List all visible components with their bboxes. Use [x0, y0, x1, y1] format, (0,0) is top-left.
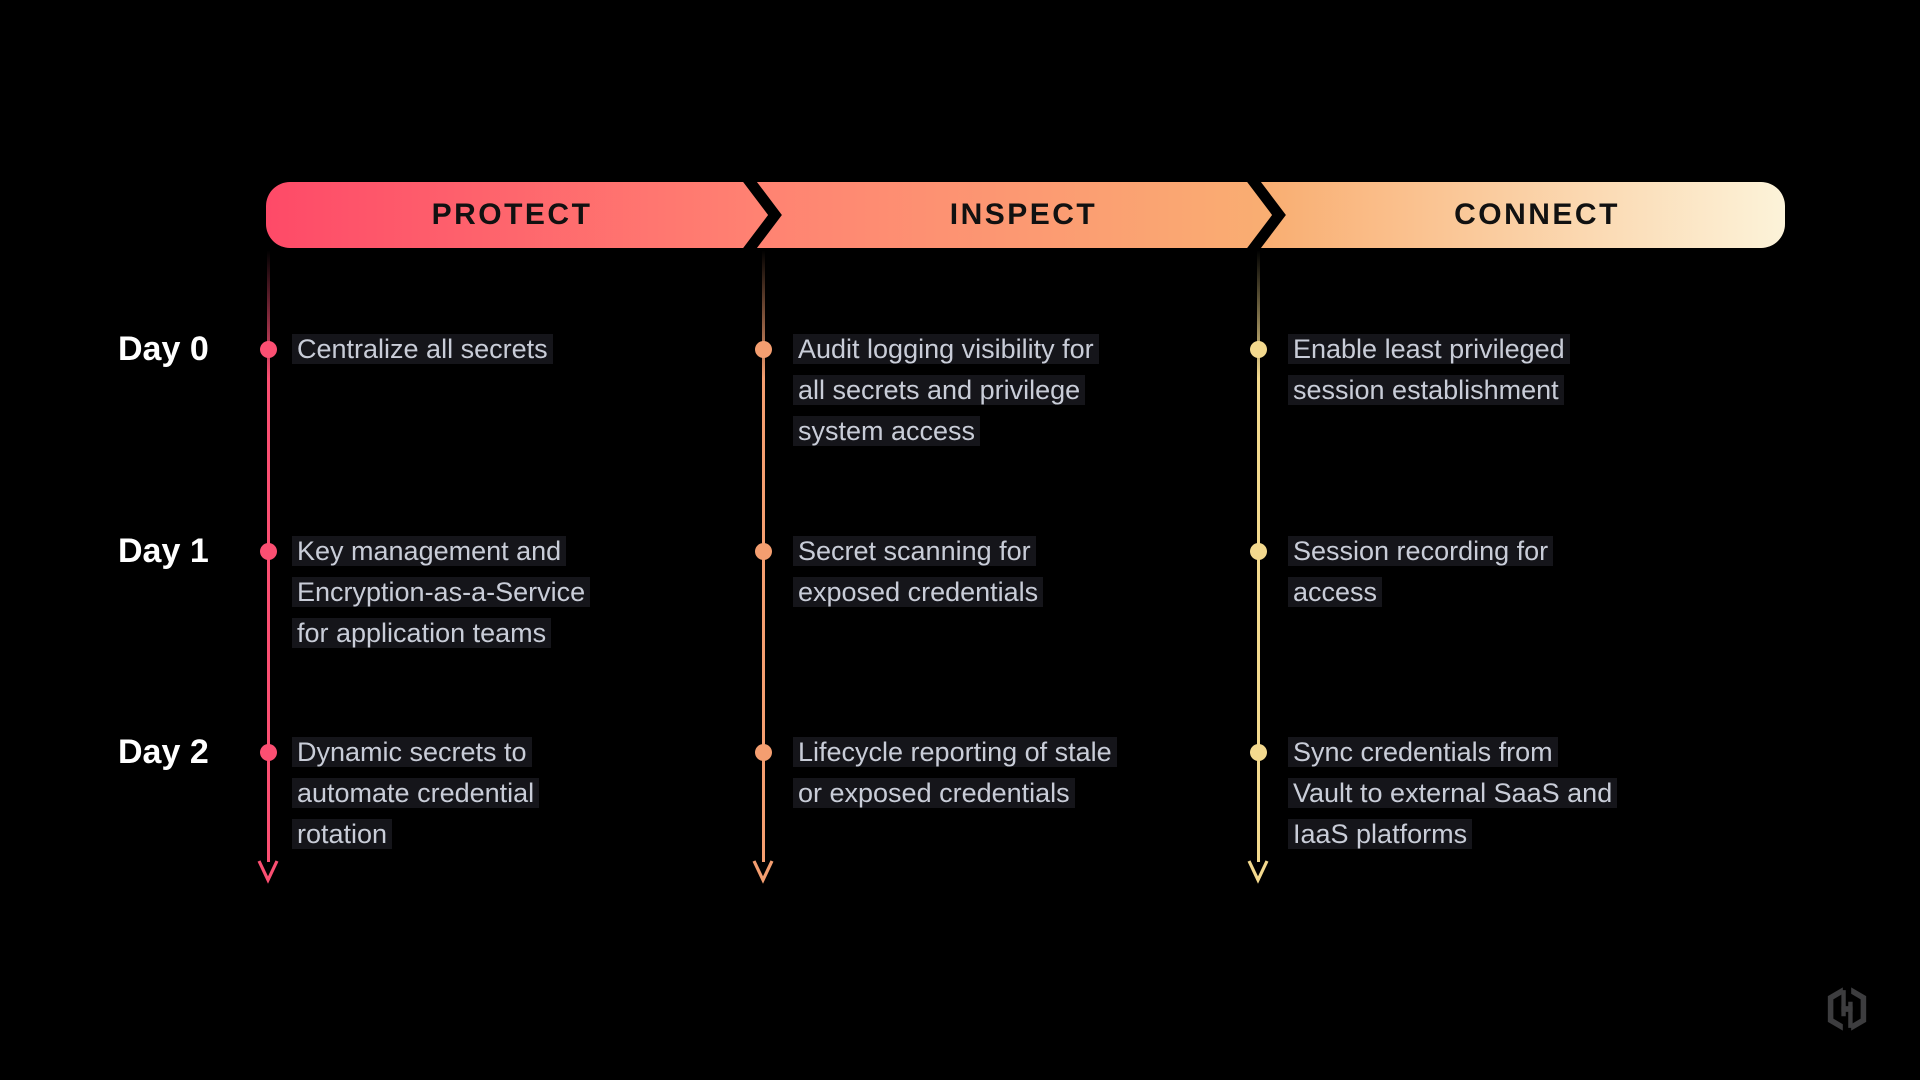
timeline-dot	[1249, 340, 1267, 358]
timeline-item: Centralize all secrets	[292, 329, 747, 370]
timeline-dot	[259, 743, 277, 761]
timeline-item: Key management and Encryption-as-a-Servi…	[292, 531, 747, 654]
arrow-down-icon	[257, 860, 279, 884]
day-label-2: Day 2	[118, 733, 209, 771]
timeline-item: Dynamic secrets to automate credential r…	[292, 732, 747, 855]
timeline-item: Lifecycle reporting of stale or exposed …	[793, 732, 1248, 814]
timeline-dot	[754, 340, 772, 358]
arrow-down-icon	[752, 860, 774, 884]
chevron-divider-icon	[743, 182, 782, 248]
timeline-item: Enable least privileged session establis…	[1288, 329, 1743, 411]
day-label-1: Day 1	[118, 532, 209, 570]
timeline-item: Audit logging visibility for all secrets…	[793, 329, 1248, 452]
phase-banner: PROTECT INSPECT CONNECT	[266, 182, 1785, 248]
day-label-0: Day 0	[118, 330, 209, 368]
timeline-dot	[259, 542, 277, 560]
phase-label-connect: CONNECT	[1454, 198, 1620, 231]
timeline-dot	[1249, 542, 1267, 560]
chevron-divider-icon	[1247, 182, 1286, 248]
hashicorp-logo-icon	[1827, 987, 1867, 1031]
arrow-down-icon	[1247, 860, 1269, 884]
phase-label-protect: PROTECT	[431, 198, 593, 231]
timeline-item: Secret scanning for exposed credentials	[793, 531, 1248, 613]
phase-label-inspect: INSPECT	[949, 198, 1098, 231]
timeline-dot	[259, 340, 277, 358]
timeline-dot	[754, 542, 772, 560]
timeline-item: Session recording for access	[1288, 531, 1743, 613]
timeline-item: Sync credentials from Vault to external …	[1288, 732, 1743, 855]
timeline-dot	[754, 743, 772, 761]
banner-chevron-cuts	[743, 182, 1286, 248]
timeline-dot	[1249, 743, 1267, 761]
